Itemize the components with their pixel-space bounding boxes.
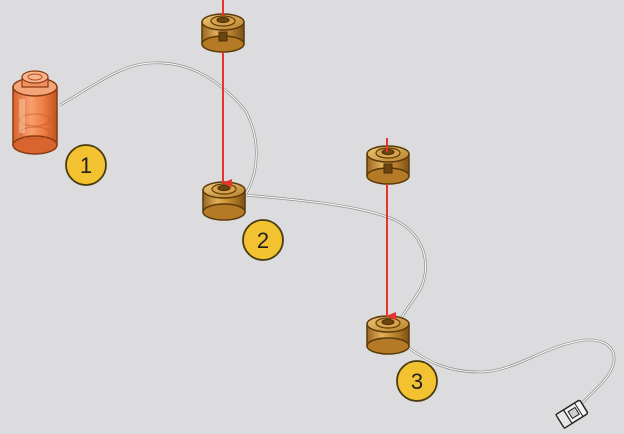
step-badge-1: 1 — [65, 144, 107, 186]
step-number: 2 — [257, 228, 269, 253]
step-badge-3: 3 — [396, 360, 438, 402]
step-badge-2: 2 — [242, 219, 284, 261]
fiber-cable — [59, 61, 616, 406]
transparent-orange-round-brick-icon — [12, 70, 58, 155]
gold-fiber-optic-unit-icon — [366, 315, 410, 355]
step-number: 1 — [80, 153, 92, 178]
cable-plug-connector-icon — [555, 399, 589, 430]
gold-fiber-optic-unit-icon — [202, 181, 246, 221]
step-number: 3 — [411, 369, 423, 394]
gold-fiber-optic-unit-icon — [366, 145, 410, 185]
gold-fiber-optic-unit-icon — [201, 13, 245, 53]
